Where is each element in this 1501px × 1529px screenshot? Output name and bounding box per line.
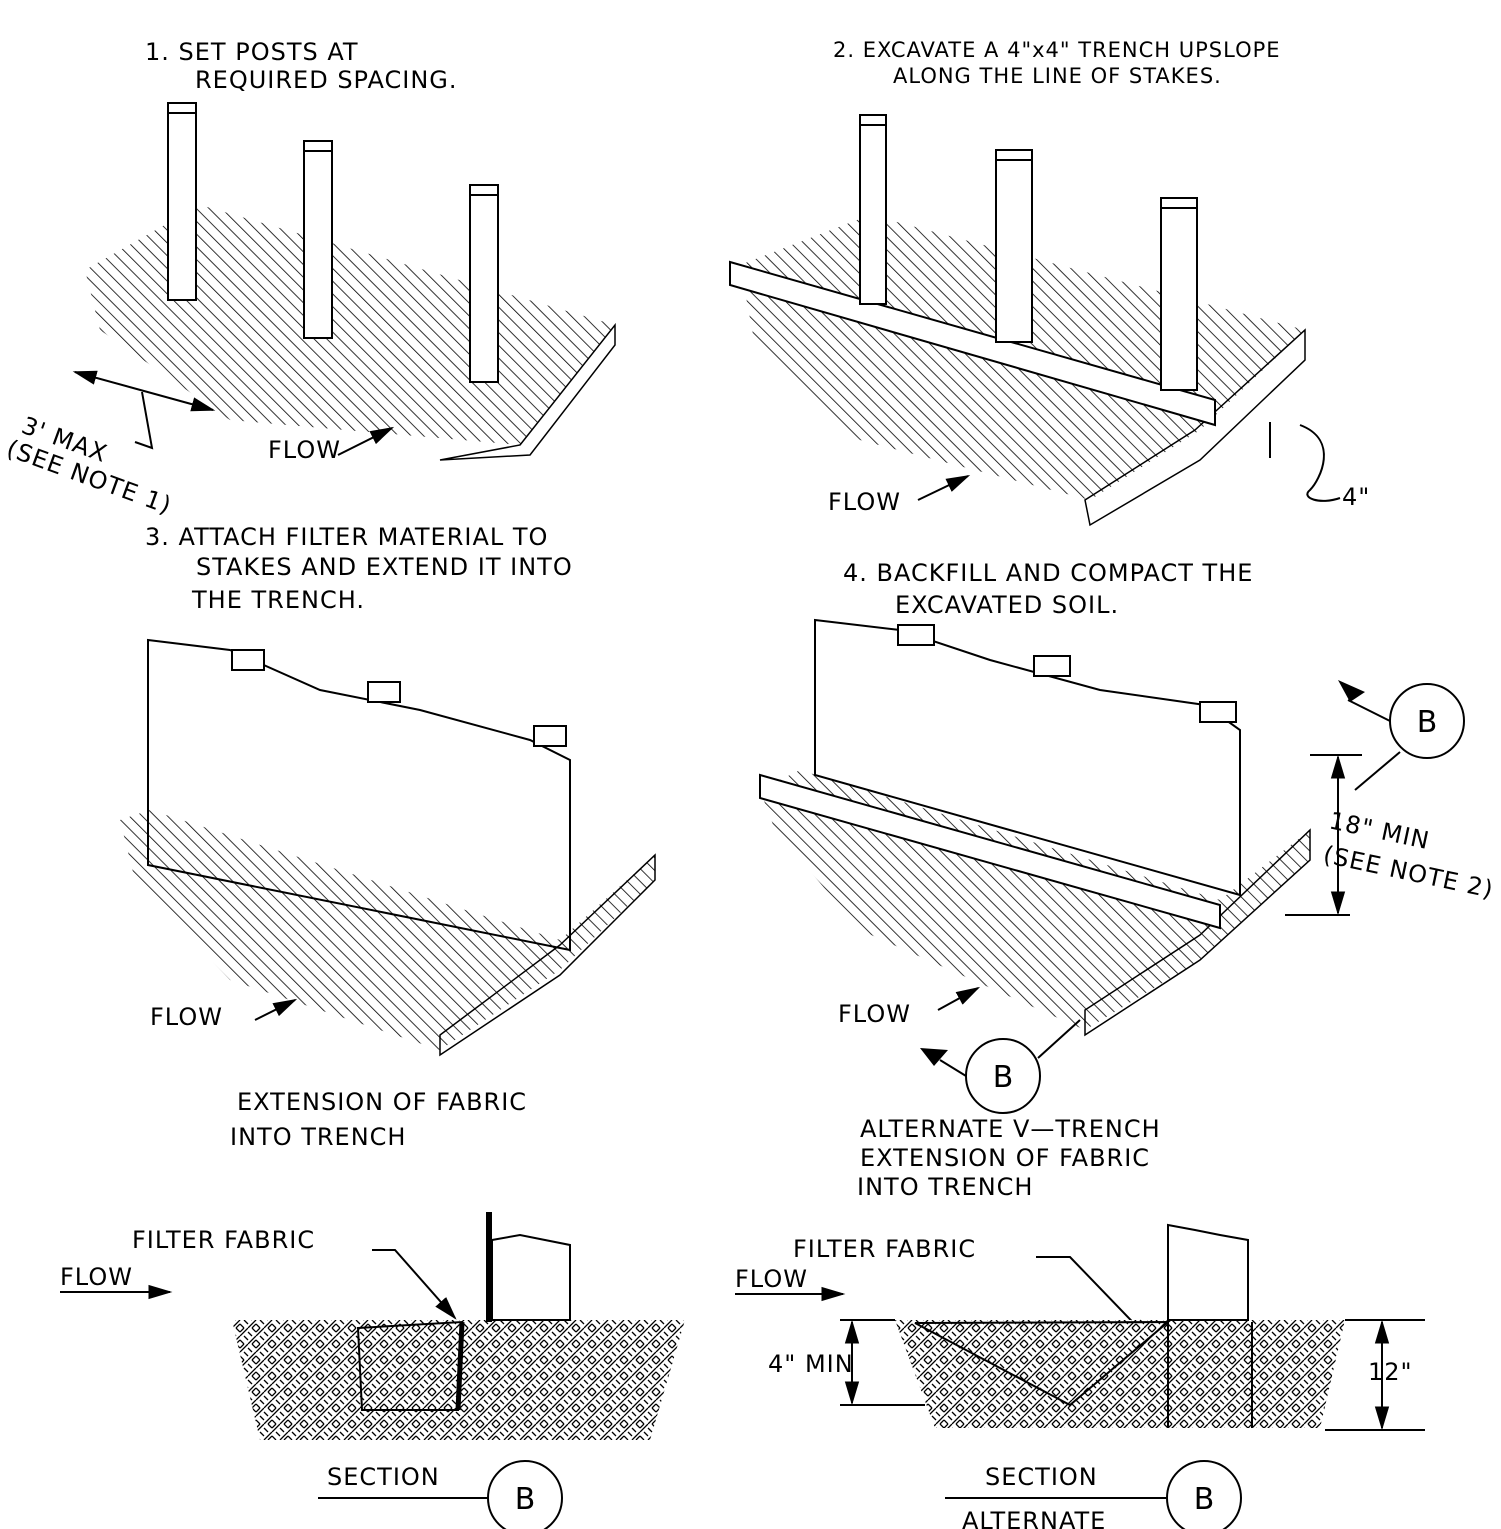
step-1-line-1: 1. SET POSTS AT [145, 38, 359, 66]
post-section [491, 1233, 571, 1321]
ground-cross-section [439, 322, 616, 461]
section-right-title: SECTION [985, 1463, 1098, 1491]
section-left-caption-1: EXTENSION OF FABRIC [237, 1088, 527, 1116]
section-cut-marker-bottom: B [920, 1019, 1081, 1114]
v-trench-backfill [914, 1320, 1171, 1407]
section-left-caption-2: INTO TRENCH [230, 1123, 406, 1151]
ground-cross-section [439, 853, 656, 1057]
flow-label-2: FLOW [828, 488, 901, 516]
trench-edge [729, 260, 1216, 427]
step-1-line-2: REQUIRED SPACING. [195, 66, 458, 94]
filter-fabric-leader-left [372, 1249, 457, 1320]
filter-fabric-label-right: FILTER FABRIC [793, 1235, 976, 1263]
section-cut-arrowhead-bottom [920, 1048, 948, 1066]
section-cut-line-bottom [1037, 1019, 1081, 1059]
section-cut-pointer-top [1347, 699, 1391, 722]
section-cut-pointer-bottom [939, 1059, 967, 1077]
post-section [1167, 1223, 1249, 1321]
post-3 [1160, 197, 1198, 391]
trench-dim-leader [1299, 424, 1341, 502]
flow-arrow-4 [937, 986, 981, 1011]
section-right-caption-3: INTO TRENCH [857, 1173, 1033, 1201]
step-2-line-2: ALONG THE LINE OF STAKES. [893, 64, 1222, 88]
post-3 [469, 184, 499, 383]
post-2 [303, 140, 333, 339]
height-label: 12" [1368, 1358, 1413, 1386]
post-top-1 [231, 649, 265, 671]
step-3-line-1: 3. ATTACH FILTER MATERIAL TO [145, 523, 548, 551]
flow-label-section-left: FLOW [60, 1263, 133, 1291]
fabric-above-grade [486, 1212, 492, 1322]
ground-surface [85, 205, 615, 445]
step-2-line-1: 2. EXCAVATE A 4"x4" TRENCH UPSLOPE [833, 38, 1281, 62]
post-top-3 [533, 725, 567, 747]
depth-label: 4" MIN [768, 1350, 854, 1378]
flow-arrow-2 [917, 474, 971, 501]
flow-label-4: FLOW [838, 1000, 911, 1028]
section-right-subtitle: ALTERNATE [962, 1507, 1106, 1529]
post-top-2 [1033, 655, 1071, 677]
filter-fabric-leader-right [1036, 1256, 1152, 1342]
fabric-in-trench [455, 1321, 465, 1411]
step-2-panel: 2. EXCAVATE A 4"x4" TRENCH UPSLOPE ALONG… [729, 38, 1370, 527]
step-3-line-3: THE TRENCH. [191, 586, 365, 614]
soil-section [895, 1320, 1345, 1428]
section-cut-letter-top: B [1417, 705, 1438, 740]
step-3-line-2: STAKES AND EXTEND IT INTO [196, 553, 573, 581]
section-left-marker: B [515, 1482, 536, 1517]
flow-arrow-3 [254, 998, 298, 1021]
section-right-bubble [1166, 1460, 1242, 1529]
section-right-marker: B [1194, 1482, 1215, 1517]
post-top-3 [1199, 701, 1237, 723]
section-left-title: SECTION [327, 1463, 440, 1491]
flow-label-1: FLOW [268, 436, 341, 464]
compacted-backfill [759, 773, 1221, 930]
step-4-panel: 4. BACKFILL AND COMPACT THE EXCAVATED SO… [759, 559, 1496, 1114]
trench-dim-label: 4" [1342, 483, 1370, 511]
section-cut-letter-bottom: B [993, 1060, 1014, 1095]
post-1 [859, 114, 887, 305]
post-1 [167, 102, 197, 301]
ground-surface [120, 810, 655, 1050]
post-2 [995, 149, 1033, 343]
flow-label-3: FLOW [150, 1003, 223, 1031]
spacing-dimension-line [72, 370, 216, 412]
post-top-1 [897, 624, 935, 646]
section-cut-line-top [1354, 751, 1401, 791]
post-top-2 [367, 681, 401, 703]
ground-cross-section [1084, 328, 1306, 527]
section-right-caption-1: ALTERNATE V—TRENCH [860, 1115, 1161, 1143]
step-4-line-1: 4. BACKFILL AND COMPACT THE [843, 559, 1253, 587]
flow-label-section-right: FLOW [735, 1265, 808, 1293]
flow-arrow-1 [337, 426, 395, 456]
section-v-trench: ALTERNATE V—TRENCH EXTENSION OF FABRIC I… [735, 1115, 1425, 1529]
section-cut-arrowhead-top [1338, 680, 1365, 702]
ground-cross-section [1084, 828, 1311, 1037]
section-cut-marker-top: B [1338, 680, 1465, 791]
section-standard-trench: EXTENSION OF FABRIC INTO TRENCH FILTER F… [60, 1088, 685, 1529]
step-1-panel: 1. SET POSTS AT REQUIRED SPACING. 3' MAX… [3, 38, 616, 520]
step-3-panel: 3. ATTACH FILTER MATERIAL TO STAKES AND … [120, 523, 656, 1057]
step-4-line-2: EXCAVATED SOIL. [895, 591, 1119, 619]
section-left-bubble [487, 1460, 563, 1529]
section-right-caption-2: EXTENSION OF FABRIC [860, 1144, 1150, 1172]
spacing-leader [134, 391, 154, 450]
filter-fabric-label-left: FILTER FABRIC [132, 1226, 315, 1254]
